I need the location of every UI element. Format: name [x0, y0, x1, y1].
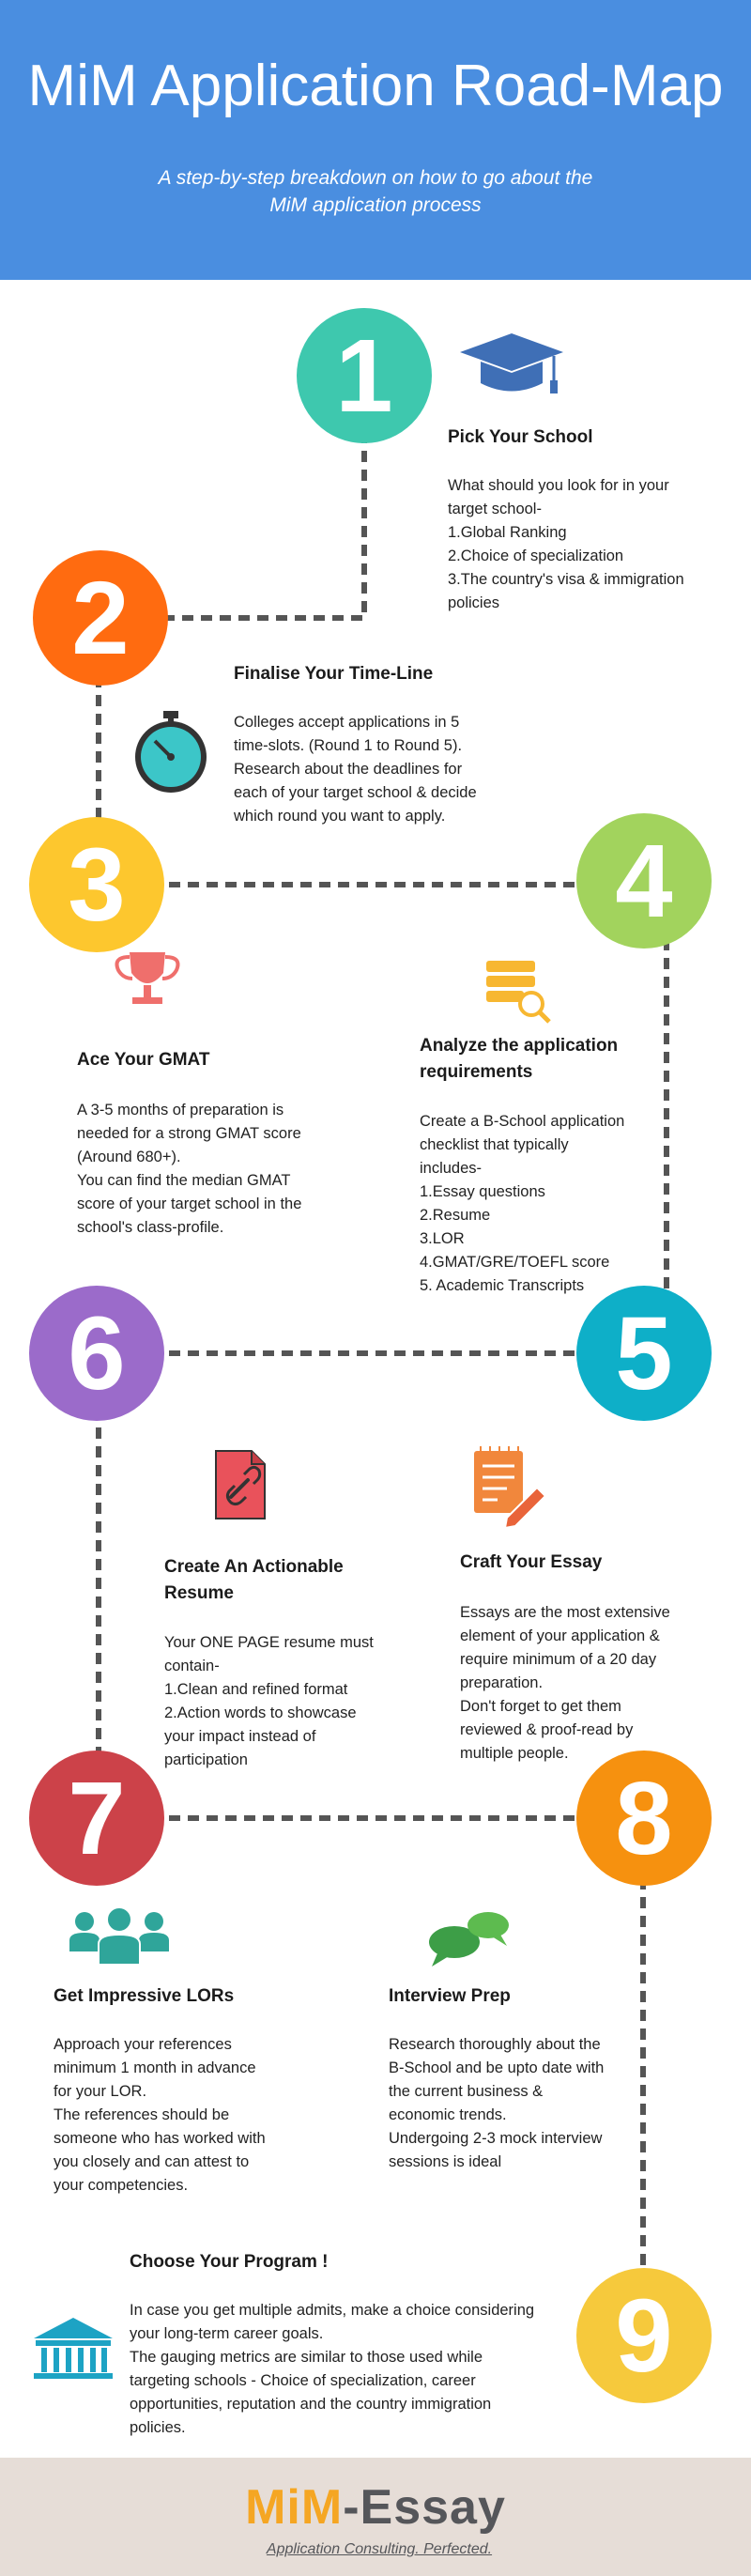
trophy-icon — [115, 952, 180, 1004]
step-8-number: 8 — [615, 1761, 672, 1876]
step-1-title: Pick Your School — [448, 427, 593, 447]
step-9-description: In case you get multiple admits, make a … — [130, 2302, 535, 2436]
step-7-title: Get Impressive LORs — [54, 1986, 235, 2006]
step-5-circle: 5 — [576, 1286, 712, 1421]
step-5-description: Essays are the most extensive element of… — [460, 1604, 670, 1762]
step-2-description: Colleges accept applications in 5 time-s… — [234, 714, 477, 825]
step-9-title: Choose Your Program ! — [130, 2252, 329, 2272]
step-3-title: Ace Your GMAT — [77, 1050, 210, 1070]
step-8-title: Interview Prep — [389, 1986, 511, 2006]
step-1-description: What should you look for in your target … — [448, 477, 684, 611]
step-4-circle: 4 — [576, 813, 712, 949]
step-7-circle: 7 — [29, 1751, 164, 1886]
step-3-circle: 3 — [29, 817, 164, 952]
university-building-icon — [34, 2318, 113, 2379]
step-9-circle: 9 — [576, 2268, 712, 2403]
step-8-circle: 8 — [576, 1751, 712, 1886]
step-8-description: Research thoroughly about the B-School a… — [389, 2036, 605, 2170]
step-6-circle: 6 — [29, 1286, 164, 1421]
document-link-icon — [215, 1450, 266, 1519]
step-2-circle: 2 — [33, 550, 168, 686]
database-search-icon — [486, 961, 551, 1024]
step-2-number: 2 — [71, 561, 129, 676]
graduation-cap-icon — [460, 333, 563, 393]
brand-logo[interactable]: MiM-Essay — [245, 2480, 506, 2535]
step-1-number: 1 — [335, 318, 392, 434]
step-4-title: Analyze the application requirements — [420, 1036, 619, 1082]
step-6-number: 6 — [68, 1296, 125, 1411]
step-5-title: Craft Your Essay — [460, 1552, 603, 1572]
brand-tagline: Application Consulting. Perfected. — [266, 2541, 493, 2557]
page-title: MiM Application Road-Map — [27, 54, 724, 118]
step-2-title: Finalise Your Time-Line — [234, 664, 434, 684]
step-4-description: Create a B-School application checklist … — [420, 1113, 625, 1294]
people-group-icon — [69, 1906, 169, 1966]
step-5-number: 5 — [615, 1296, 672, 1411]
step-4-number: 4 — [615, 824, 672, 939]
step-1-circle: 1 — [297, 308, 432, 443]
step-7-description: Approach your references minimum 1 month… — [54, 2036, 266, 2194]
step-6-description: Your ONE PAGE resume must contain- 1.Cle… — [164, 1634, 374, 1768]
step-6-title: Create An Actionable Resume — [164, 1557, 344, 1603]
page-subtitle: A step-by-step breakdown on how to go ab… — [158, 167, 593, 216]
notepad-pencil-icon — [474, 1446, 547, 1530]
step-3-description: A 3-5 months of preparation is needed fo… — [77, 1102, 302, 1236]
footer — [0, 2458, 751, 2576]
step-9-number: 9 — [615, 2278, 672, 2394]
stopwatch-icon — [135, 711, 207, 793]
chat-bubbles-icon — [429, 1912, 509, 1967]
roadmap-path — [96, 376, 669, 2277]
header-banner: MiM Application Road-Map A step-by-step … — [0, 0, 751, 280]
step-3-number: 3 — [68, 827, 125, 943]
step-7-number: 7 — [68, 1761, 125, 1876]
